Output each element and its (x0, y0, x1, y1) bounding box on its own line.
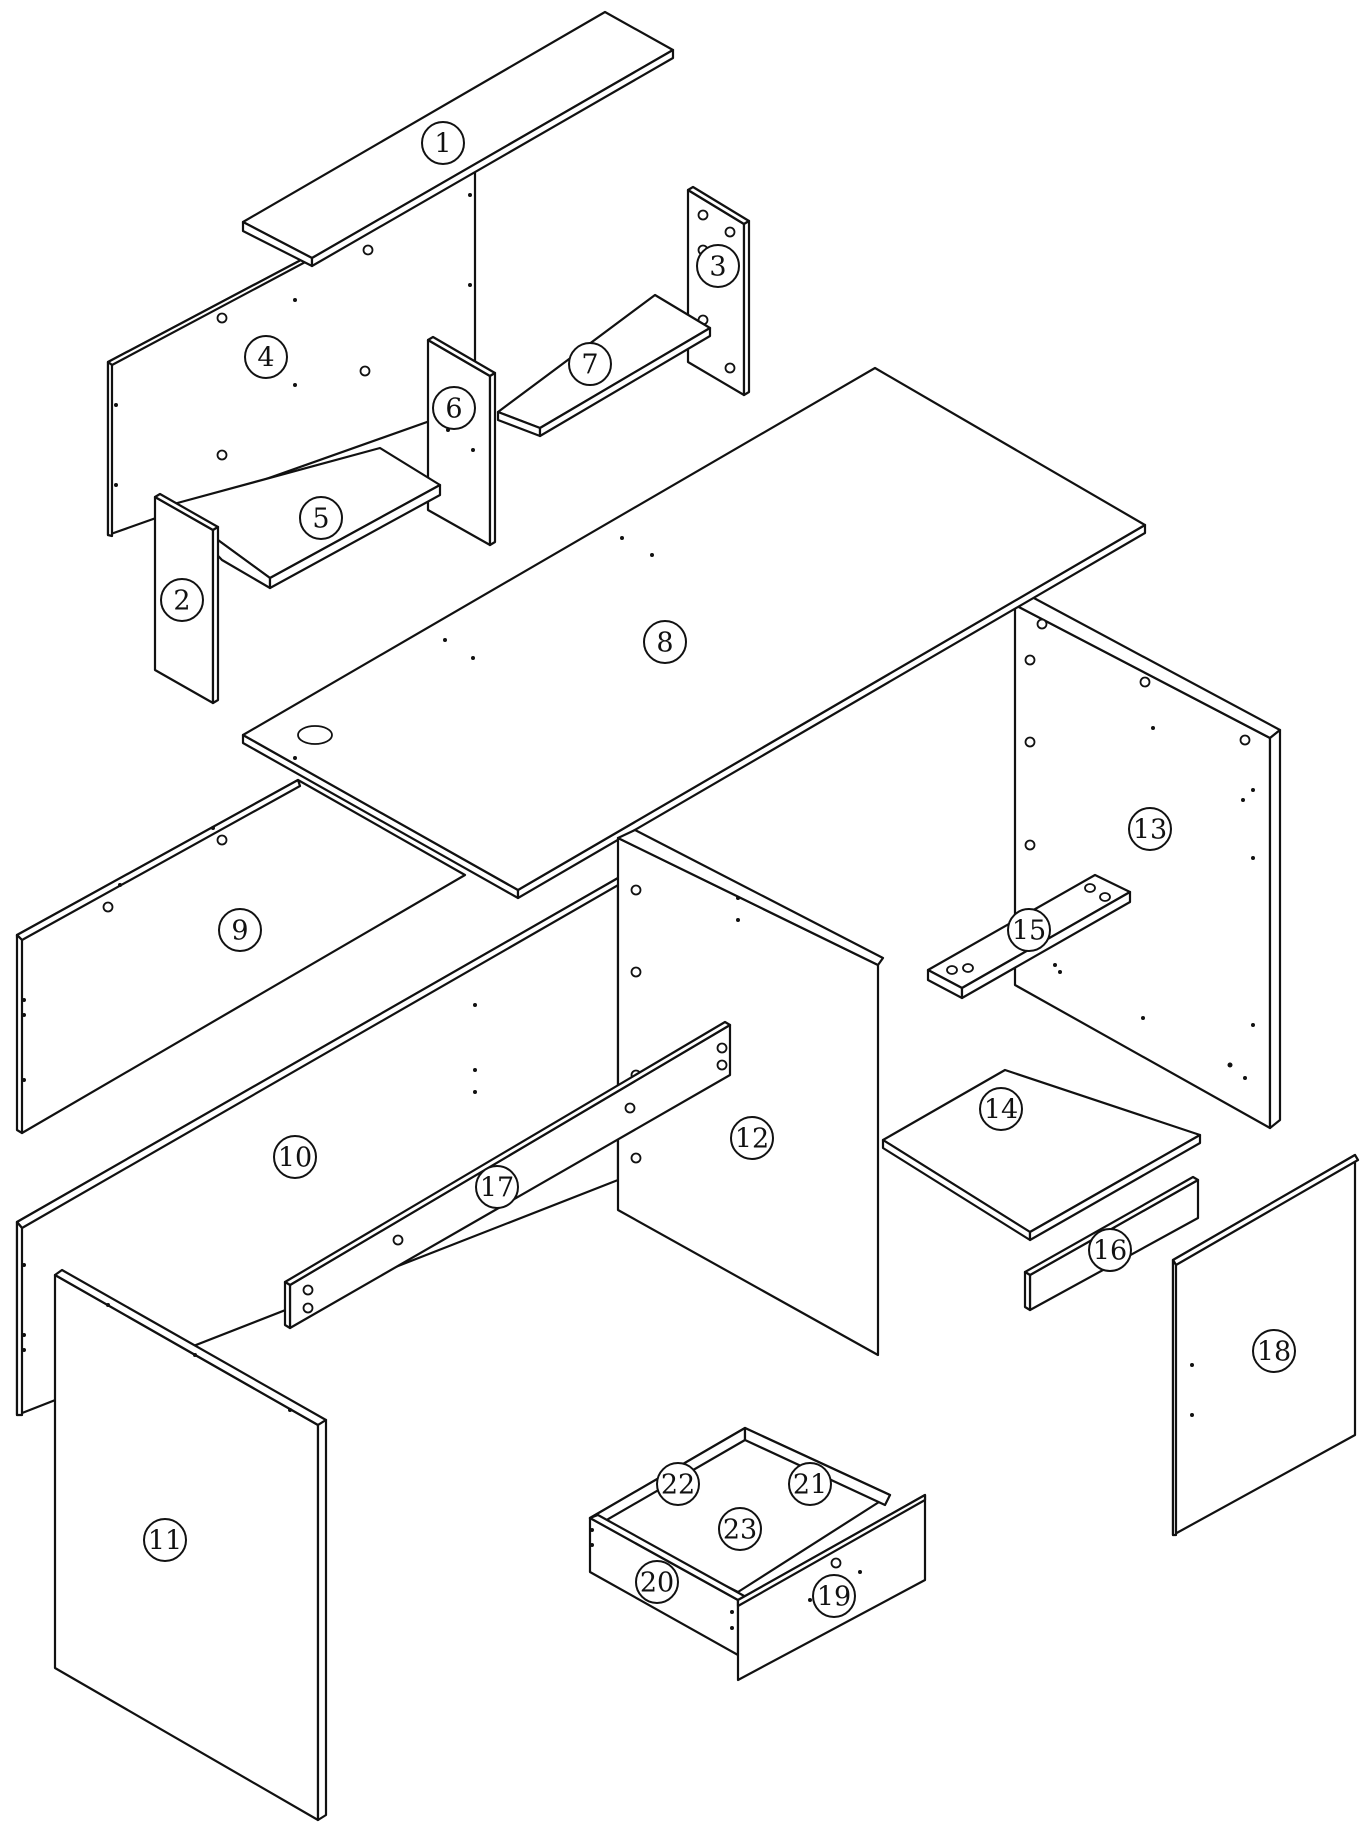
callout-3-label: 3 (709, 252, 726, 283)
callout-4: 4 (244, 335, 288, 379)
callout-13: 13 (1128, 807, 1172, 851)
callout-12: 12 (730, 1116, 774, 1160)
callout-15: 15 (1007, 908, 1051, 952)
callout-18: 18 (1252, 1329, 1296, 1373)
callout-9: 9 (218, 908, 262, 952)
callout-23-label: 23 (723, 1515, 757, 1546)
callout-2: 2 (160, 578, 204, 622)
callout-16-label: 16 (1093, 1236, 1127, 1267)
callout-7-label: 7 (581, 350, 598, 381)
callout-10-label: 10 (278, 1143, 312, 1174)
callout-21: 21 (788, 1462, 832, 1506)
callout-5: 5 (299, 496, 343, 540)
callout-17: 17 (475, 1165, 519, 1209)
callout-19: 19 (812, 1574, 856, 1618)
part-13-right-panel (1013, 595, 1282, 1130)
callout-15-label: 15 (1012, 916, 1046, 947)
callout-13-label: 13 (1133, 815, 1167, 846)
callout-9-label: 9 (231, 916, 248, 947)
callout-10: 10 (273, 1135, 317, 1179)
callout-12-label: 12 (735, 1124, 769, 1155)
drawer-assembly (588, 1426, 927, 1682)
callout-17-label: 17 (480, 1173, 514, 1204)
callout-19-label: 19 (817, 1582, 851, 1613)
callout-11-label: 11 (148, 1526, 182, 1557)
callout-5-label: 5 (312, 504, 329, 535)
callout-2-label: 2 (173, 586, 190, 617)
callout-16: 16 (1088, 1228, 1132, 1272)
callout-22: 22 (656, 1462, 700, 1506)
callout-6-label: 6 (445, 394, 462, 425)
callout-23: 23 (718, 1507, 762, 1551)
callout-8-label: 8 (656, 628, 673, 659)
part-11-left-side-panel (53, 1268, 328, 1822)
part-8-desktop (241, 366, 1147, 900)
callout-20: 20 (635, 1560, 679, 1604)
part-3-hutch-right-side (686, 185, 751, 397)
part-6-hutch-divider (426, 335, 497, 547)
callout-14-label: 14 (984, 1095, 1018, 1126)
callout-1-label: 1 (434, 129, 451, 160)
part-14-bottom-shelf (881, 1068, 1202, 1242)
callout-22-label: 22 (661, 1470, 695, 1501)
part-9-back-panel (15, 778, 467, 1135)
callout-18-label: 18 (1257, 1337, 1291, 1368)
callout-8: 8 (643, 620, 687, 664)
callout-21-label: 21 (793, 1470, 827, 1501)
callout-20-label: 20 (640, 1568, 674, 1599)
part-12-middle-panel (616, 828, 885, 1357)
callout-1: 1 (421, 121, 465, 165)
callout-14: 14 (979, 1087, 1023, 1131)
callout-7: 7 (568, 342, 612, 386)
callout-3: 3 (696, 244, 740, 288)
callout-4-label: 4 (257, 343, 274, 374)
callout-11: 11 (143, 1518, 187, 1562)
callout-6: 6 (432, 386, 476, 430)
